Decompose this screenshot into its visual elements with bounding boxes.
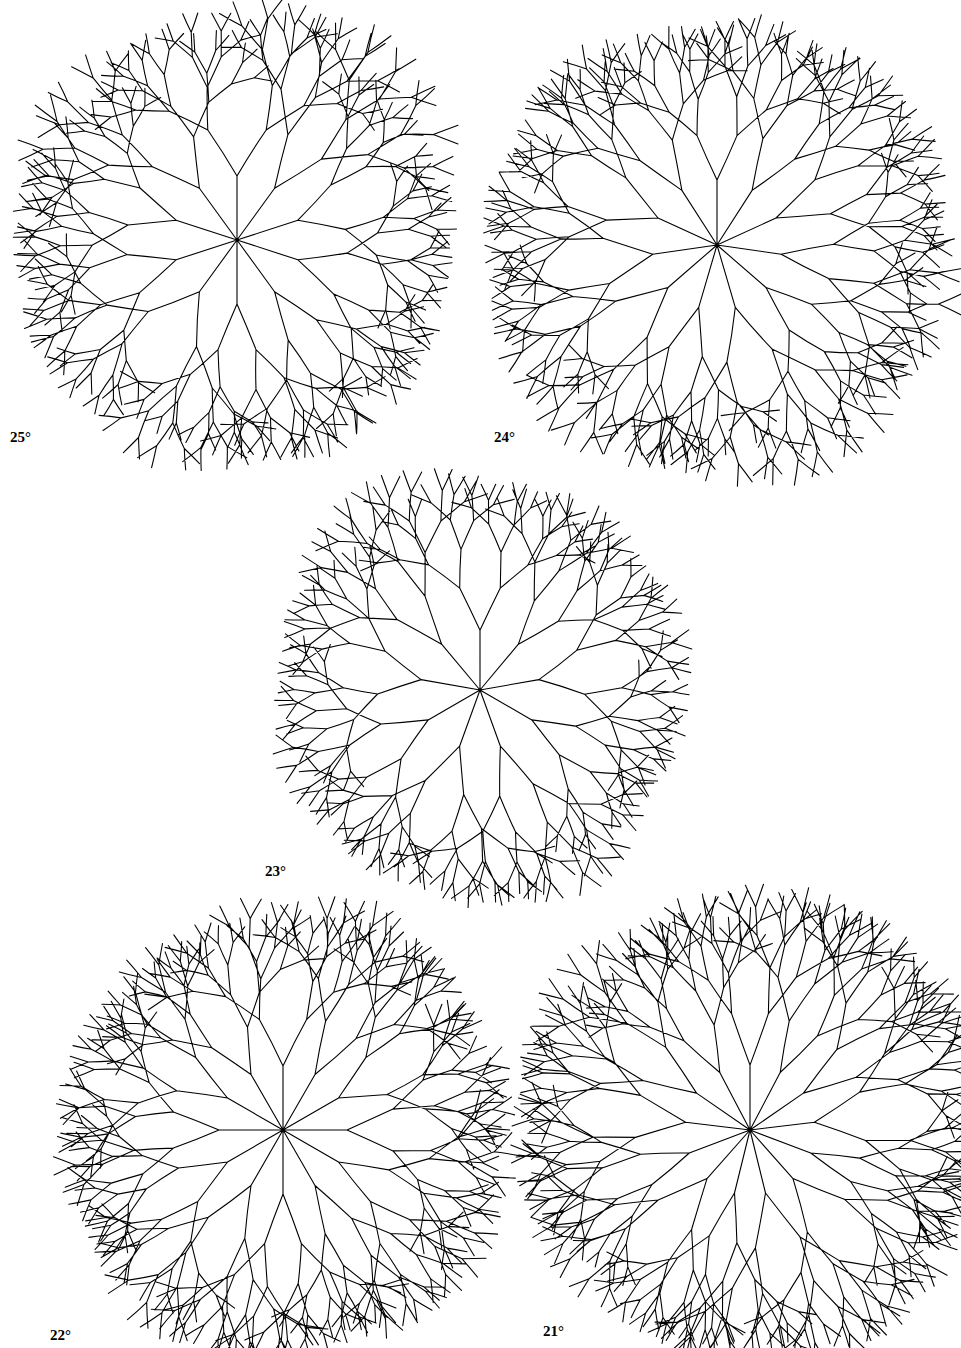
branch-tree [511, 884, 961, 1348]
angle-label: 24° [494, 430, 515, 445]
branch-tree [484, 15, 961, 487]
angle-label: 25° [10, 430, 31, 445]
angle-label: 22° [50, 1328, 71, 1343]
branch-tree [13, 0, 458, 471]
angle-label: 23° [265, 864, 286, 879]
branch-tree [54, 897, 520, 1348]
angle-label: 21° [543, 1324, 564, 1339]
branch-tree [273, 469, 692, 908]
